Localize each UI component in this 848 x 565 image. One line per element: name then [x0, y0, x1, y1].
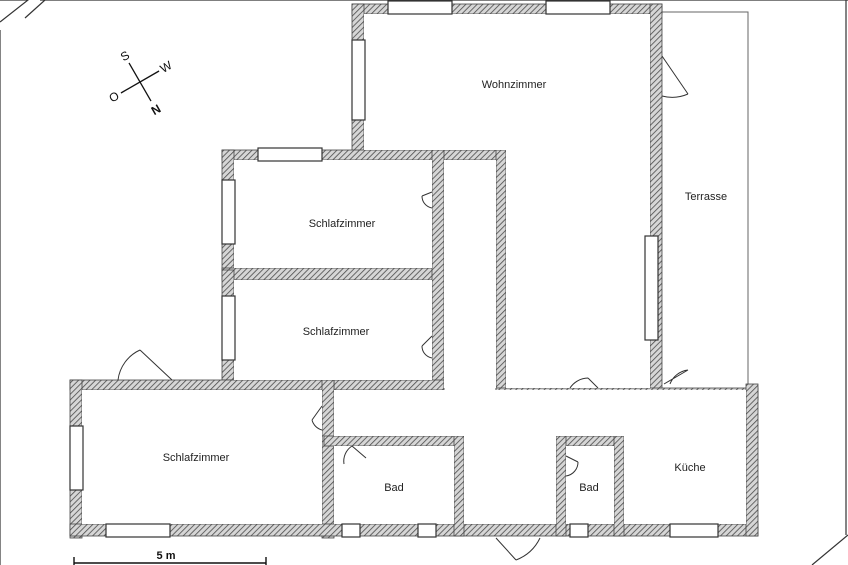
compass-west-label: W [158, 58, 175, 76]
door-swing [569, 377, 599, 389]
door-swing [661, 55, 689, 98]
scale-bar: 5 m [73, 550, 267, 565]
wall [555, 435, 567, 537]
door-swing [565, 455, 579, 477]
wall [745, 383, 759, 537]
window [417, 523, 437, 538]
wall [431, 149, 445, 389]
compass-axis-ew [120, 70, 160, 94]
window [341, 523, 361, 538]
window [545, 0, 611, 15]
window [644, 235, 659, 341]
property-border-right-bottom [811, 534, 848, 565]
floor-schlafzimmer-1 [234, 160, 432, 268]
door-swing [495, 537, 541, 561]
floor-hall-2 [464, 436, 556, 524]
floor-wohnzimmer [364, 14, 650, 150]
door-swing [311, 405, 323, 431]
wall [453, 435, 465, 537]
scale-bar-label: 5 m [157, 550, 176, 562]
room-label-schlafzimmer-3: Schlafzimmer [163, 452, 230, 464]
window [221, 179, 236, 245]
room-label-schlafzimmer-1: Schlafzimmer [309, 218, 376, 230]
window [569, 523, 589, 538]
window [351, 39, 366, 121]
door-swing [663, 369, 689, 385]
window [669, 523, 719, 538]
floor-wohnzimmer-lower [506, 150, 650, 388]
wall [495, 149, 507, 399]
door-swing [421, 191, 433, 209]
compass: S W N O [106, 48, 175, 118]
room-label-schlafzimmer-2: Schlafzimmer [303, 326, 370, 338]
floor-bad-2 [566, 446, 614, 524]
compass-south-label: S [118, 48, 132, 64]
wall [323, 435, 463, 447]
room-label-wohnzimmer: Wohnzimmer [482, 79, 547, 91]
terrasse-outline [662, 11, 749, 384]
doors [117, 55, 689, 561]
windows [69, 0, 719, 538]
compass-north-label: N [149, 101, 164, 117]
room-label-bad-2: Bad [579, 482, 599, 494]
room-label-bad-1: Bad [384, 482, 404, 494]
window [257, 147, 323, 162]
floor-bad-1 [334, 446, 454, 524]
wall [69, 523, 759, 537]
floor-kueche [624, 400, 746, 524]
floor-schlafzimmer-2 [234, 280, 432, 380]
room-floors [82, 14, 746, 524]
wall [613, 435, 625, 537]
door-swing [343, 445, 367, 465]
room-label-kueche: Küche [674, 462, 705, 474]
window [105, 523, 171, 538]
wall [221, 267, 445, 281]
floor-schlafzimmer-3 [82, 390, 322, 524]
window [221, 295, 236, 361]
property-border-left-top [24, 0, 46, 19]
room-label-terrasse: Terrasse [685, 191, 727, 203]
door-swing [117, 349, 173, 381]
window [387, 0, 453, 15]
window [69, 425, 84, 491]
wall [321, 379, 335, 539]
property-border [0, 0, 29, 23]
floor-corridor [444, 160, 496, 388]
compass-east-label: O [106, 89, 121, 106]
wall [69, 379, 335, 391]
door-swing [421, 335, 433, 359]
